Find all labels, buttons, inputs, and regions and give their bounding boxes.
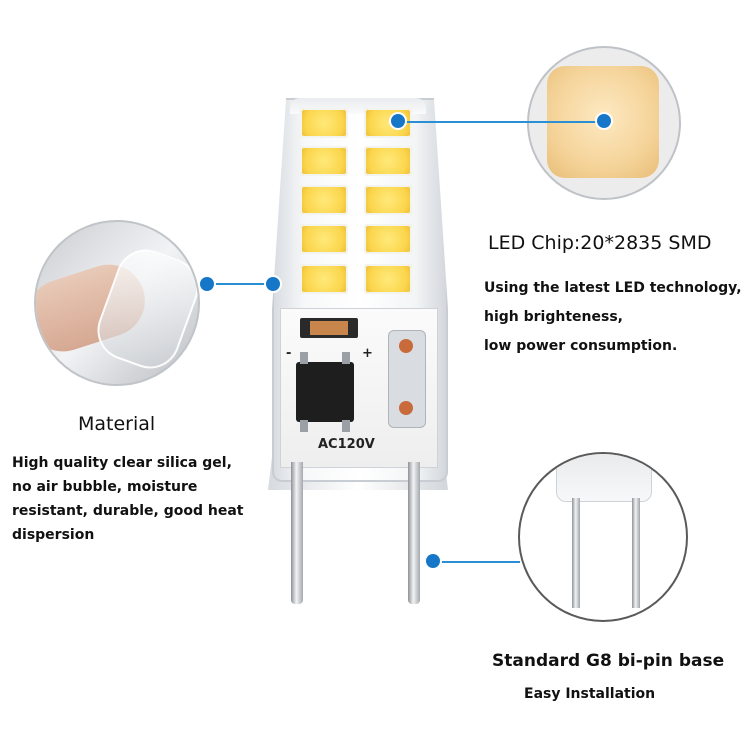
material-line: no air bubble, moisture <box>12 479 198 495</box>
material-title: Material <box>78 413 156 435</box>
material-line: High quality clear silica gel, <box>12 455 232 471</box>
led-chip-description: Using the latest LED technology, high br… <box>484 274 742 361</box>
led-chip-title: LED Chip:20*2835 SMD <box>488 232 712 254</box>
voltage-label: AC120V <box>318 437 375 452</box>
bulb-pin-right <box>408 462 420 604</box>
base-subtitle: Easy Installation <box>524 686 656 702</box>
led-chip <box>300 224 348 254</box>
connector-dot-icon <box>426 554 440 568</box>
base-closeup <box>556 454 652 502</box>
connector-dot-icon <box>200 277 214 291</box>
led-chip-line: high brighteness, <box>484 309 623 325</box>
connector-dot-icon <box>266 277 280 291</box>
led-chip <box>300 185 348 215</box>
led-chip <box>300 264 348 294</box>
connector-dot-icon <box>391 114 405 128</box>
connector-line-chip <box>398 121 604 123</box>
connector-dot-icon <box>597 114 611 128</box>
material-description: High quality clear silica gel, no air bu… <box>12 451 270 547</box>
led-chip <box>364 224 412 254</box>
led-chip <box>364 264 412 294</box>
pcb-minus-sign: - <box>286 346 292 361</box>
led-chip <box>300 146 348 176</box>
led-chip <box>364 108 412 138</box>
led-chip <box>364 146 412 176</box>
led-chip-line: low power consumption. <box>484 338 678 354</box>
pin-closeup-left <box>572 498 580 608</box>
led-chip-line: Using the latest LED technology, <box>484 280 742 296</box>
driver-chip <box>296 352 354 432</box>
connector-line-material <box>206 283 272 285</box>
material-line: resistant, durable, good heat <box>12 503 244 519</box>
led-chip <box>300 108 348 138</box>
bi-pin-base-zoom-icon <box>518 452 688 622</box>
pcb-plus-sign: + <box>362 346 373 361</box>
material-line: dispersion <box>12 527 95 543</box>
led-grid <box>300 108 420 304</box>
base-title: Standard G8 bi-pin base <box>492 651 725 671</box>
bulb-pin-left <box>291 462 303 604</box>
rectifier-diode <box>388 330 426 428</box>
resistor-body <box>310 321 348 335</box>
connector-line-base <box>434 561 520 563</box>
silica-gel-zoom-icon <box>34 220 200 386</box>
pin-closeup-right <box>632 498 640 608</box>
gel-image <box>89 241 198 377</box>
led-chip <box>364 185 412 215</box>
